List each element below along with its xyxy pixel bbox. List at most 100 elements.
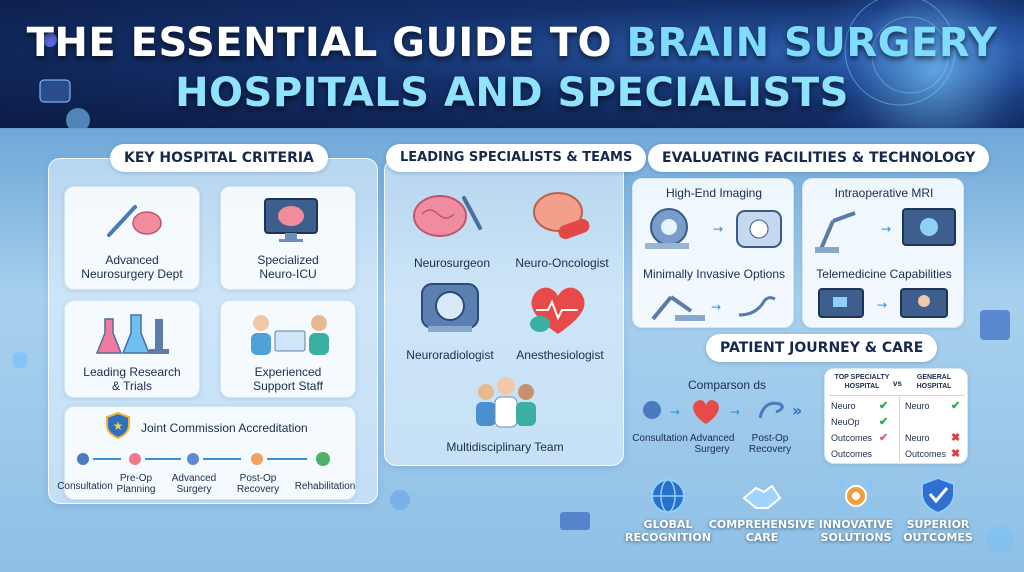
card-research-trials: Leading Research & Trials [64,300,200,398]
card-support-staff: Experienced Support Staff [220,300,356,398]
step-label: Rehabilitation [294,481,356,492]
card-neuro-icu: Specialized Neuro-ICU [220,186,356,290]
specialist-label: Neuroradiologist [406,348,494,362]
table-cell: Outcomes [831,449,873,459]
shield-check-icon [921,476,955,514]
outcome-line: COMPREHENSIVE [708,518,816,531]
brain-tools-icon [413,195,482,237]
specialist-label: Neuro-Oncologist [515,256,609,270]
table-header-b: GENERAL HOSPITAL [916,374,952,390]
table-cell: Neuro [905,433,930,443]
criteria-heading: KEY HOSPITAL CRITERIA [110,144,328,172]
scalpel-brain-icon [107,205,162,237]
card-label-2: Neuro-ICU [259,267,317,281]
telemedicine-icon: → [818,288,948,318]
journey-heading: PATIENT JOURNEY & CARE [706,334,938,362]
journey-step-label: Advanced Surgery [690,433,735,455]
facility-label: Telemedicine Capabilities [816,267,952,281]
neural-glow-decoration [12,310,1014,554]
table-cell: NeuOp [831,417,860,427]
svg-text:→: → [881,222,891,236]
step-label: Consultation [57,481,113,492]
svg-text:→: → [877,298,887,312]
title-part-2: BRAIN SURGERY [626,20,998,66]
outcome-label: SUPERIOR OUTCOMES [883,518,993,544]
monitor-brain-icon [264,198,318,242]
intraoperative-mri-icon: → [815,208,956,253]
svg-text:→: → [670,405,680,419]
comparison-table: TOP SPECIALTY HOSPITAL vs GENERAL HOSPIT… [824,368,968,464]
robotic-arm-icon: → [651,295,776,321]
facility-label: Intraoperative MRI [834,186,934,200]
step-icons [77,452,330,466]
journey-step-label: Consultation [632,433,688,444]
check-icon: ✔ [951,400,961,412]
check-icon: ✔ [879,416,889,428]
brain-pill-icon [533,192,590,240]
card-label-2: Neurosurgery Dept [81,267,183,281]
svg-text:»: » [792,401,802,420]
outcome-label: INNOVATIVE SOLUTIONS [801,518,911,544]
title-line-1: THE ESSENTIAL GUIDE TO BRAIN SURGERY [0,20,1024,66]
card-label-2: Support Staff [253,379,323,393]
outcome-line: INNOVATIVE [818,518,894,531]
outcome-line: CARE [745,531,779,544]
table-cell: Outcomes [905,449,947,459]
card-advanced-neurosurgery: Advanced Neurosurgery Dept [64,186,200,290]
title-part-1: THE ESSENTIAL GUIDE TO [26,20,613,66]
neural-network-decoration [39,0,956,128]
svg-text:→: → [713,222,723,236]
lab-flask-icon [95,314,169,354]
outcome-line: OUTCOMES [903,531,973,544]
heart-mask-icon [530,287,585,334]
specialist-label: Anesthesiologist [516,348,604,362]
handshake-icon [742,484,782,509]
card-label-1: Leading Research [83,365,181,379]
svg-text:→: → [711,300,721,314]
table-cell: Neuro [905,401,930,411]
header-banner: THE ESSENTIAL GUIDE TO BRAIN SURGERY HOS… [0,0,1024,128]
card-label-1: Experienced [254,365,322,379]
outcome-line: SOLUTIONS [820,531,892,544]
table-cell: Outcomes [831,433,873,443]
outcome-line: GLOBAL [643,518,693,531]
table-header-vs: vs [893,379,902,388]
card-label-1: Specialized [257,253,319,267]
outcome-label: GLOBAL RECOGNITION [613,518,723,544]
card-label-2: & Trials [111,379,152,393]
specialists-heading: LEADING SPECIALISTS & TEAMS [386,144,647,172]
nurse-staff-icon [251,315,329,355]
check-icon: ✔ [879,400,889,412]
table-divider [829,395,965,396]
table-cell: Neuro [831,401,856,411]
journey-step-label: Post-Op Recovery [748,433,792,455]
accreditation-card: ★ Joint Commission Accreditation Consult… [57,406,356,500]
svg-text:★: ★ [113,419,124,433]
table-divider [899,395,900,461]
check-icon: ✔ [879,432,889,444]
cross-icon: ✖ [951,432,961,444]
card-label-1: Advanced [105,253,159,267]
mri-scanner-icon [421,283,479,332]
outcome-label: COMPREHENSIVE CARE [707,518,817,544]
table-header-a: TOP SPECIALTY HOSPITAL [834,374,890,390]
facility-label: Minimally Invasive Options [642,267,786,281]
svg-text:→: → [730,405,740,419]
ct-scanner-icon: → [645,208,782,249]
outcome-line: RECOGNITION [625,531,711,544]
title-line-2: HOSPITALS AND SPECIALISTS [175,70,849,116]
step-label: Post-Op Recovery [236,473,280,495]
comparison-label: Comparson ds [688,378,767,392]
globe-icon [651,479,685,513]
facilities-card-left: High-End Imaging → Minimally Invasive Op… [632,178,794,328]
journey-steps-icons: → → » [643,400,802,424]
cross-icon: ✖ [951,448,961,460]
outcome-line: SUPERIOR [906,518,970,531]
step-label: Advanced Surgery [171,473,217,495]
shield-star-icon: ★ [106,411,130,439]
team-doctors-icon [476,377,536,428]
specialist-label: Neurosurgeon [413,256,491,270]
gear-network-icon [839,481,873,513]
step-label: Pre-Op Planning [116,473,156,495]
team-label: Multidisciplinary Team [446,440,564,454]
